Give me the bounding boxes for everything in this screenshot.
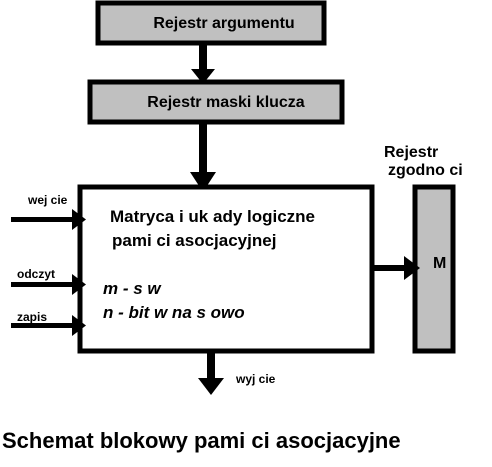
read-signal-label: odczyt	[17, 267, 55, 281]
matrix-word-count: m - s w	[103, 279, 162, 298]
matrix-title-line2: pami ci asocjacyjnej	[112, 231, 276, 250]
arrow-shaft	[199, 122, 207, 182]
arrow-head	[190, 172, 216, 192]
arrow-shaft	[372, 265, 408, 271]
output-signal-label: wyj cie	[235, 372, 276, 386]
argument-register: Rejestr argumentu	[95, 0, 327, 46]
write-signal-line	[11, 323, 77, 328]
matrix-title-line1: Matryca i uk ady logiczne	[110, 207, 315, 226]
match-register: Rejestr zgodno ci M	[384, 144, 463, 354]
arrow-head	[404, 256, 420, 280]
memory-matrix: Matryca i uk ady logiczne pami ci asocja…	[77, 184, 375, 354]
diagram-caption: Schemat blokowy pami ci asocjacyjne	[2, 428, 401, 453]
input-signal-label: wej cie	[27, 193, 68, 207]
arrow-matrix-to-match-register	[372, 256, 420, 280]
arrow-argument-to-mask	[191, 43, 215, 84]
arrow-head	[191, 69, 215, 84]
arrow-mask-to-matrix	[190, 122, 216, 192]
matrix-bits-per-word: n - bit w na s owo	[103, 303, 245, 322]
match-register-title-line2: zgodno ci	[388, 162, 463, 179]
match-register-title-line1: Rejestr	[384, 144, 438, 161]
write-signal: zapis	[11, 310, 86, 336]
mask-register: Rejestr maski klucza	[87, 79, 345, 125]
input-signal-arrow-head	[72, 209, 86, 230]
argument-register-box	[95, 0, 327, 46]
write-signal-label: zapis	[17, 310, 47, 324]
mask-register-label: Rejestr maski klucza	[147, 94, 305, 111]
match-register-symbol: M	[433, 255, 446, 272]
input-signal-line	[11, 217, 77, 222]
memory-matrix-box	[77, 184, 375, 354]
read-signal: odczyt	[11, 267, 86, 295]
arrow-shaft	[199, 43, 207, 77]
output-signal-shaft	[207, 351, 215, 383]
mask-register-box	[87, 79, 345, 125]
match-register-box	[412, 184, 456, 354]
read-signal-arrow-head	[72, 274, 86, 295]
argument-register-label: Rejestr argumentu	[153, 15, 294, 32]
read-signal-line	[11, 282, 77, 287]
output-signal: wyj cie	[198, 351, 276, 395]
output-signal-arrow-head	[198, 378, 224, 395]
write-signal-arrow-head	[72, 315, 86, 336]
input-signal: wej cie	[11, 193, 86, 230]
